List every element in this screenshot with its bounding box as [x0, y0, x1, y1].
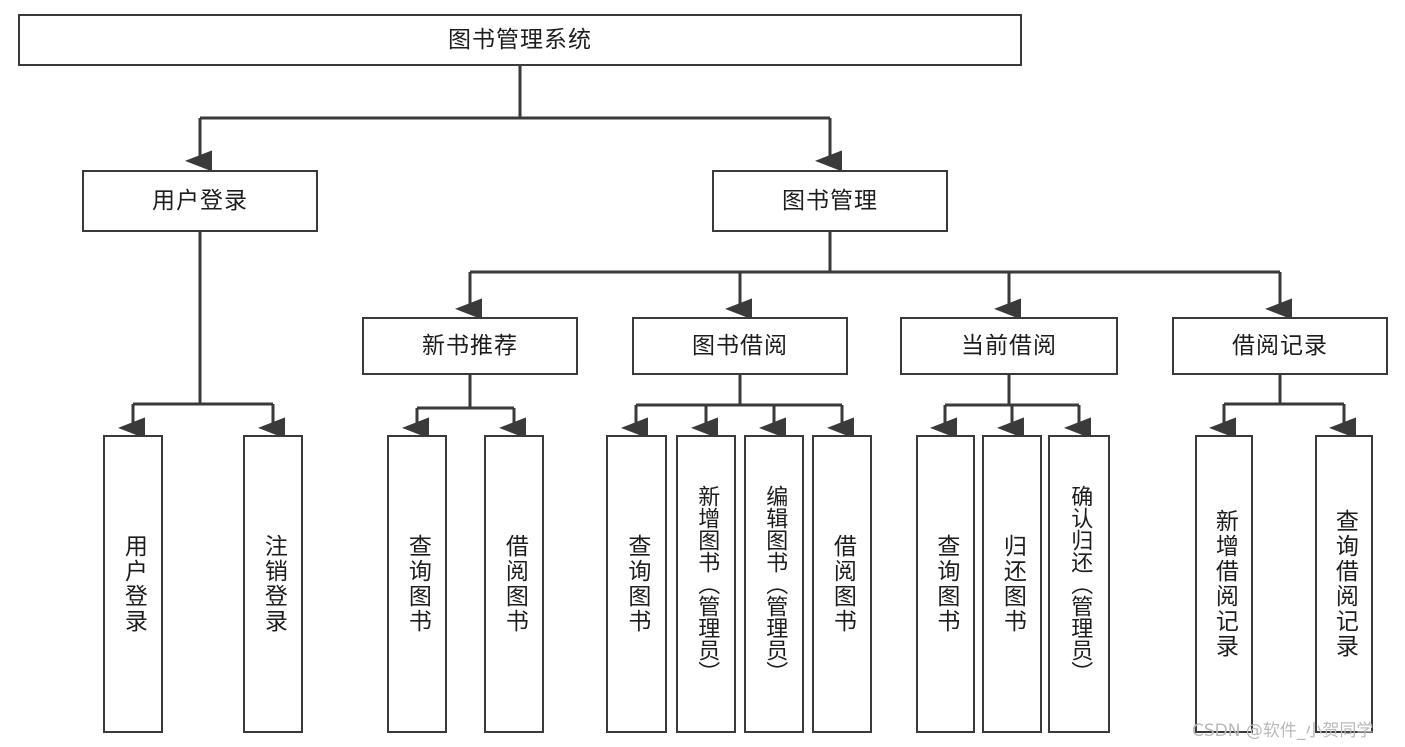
leaf-query-book-3[interactable]: 查询图书 [916, 435, 975, 733]
node-current-borrow-label: 当前借阅 [961, 332, 1057, 359]
leaf-user-login[interactable]: 用户登录 [103, 435, 163, 733]
leaf-borrow-book-2-label: 借阅图书 [829, 534, 856, 634]
node-borrow-record[interactable]: 借阅记录 [1172, 317, 1388, 375]
leaf-query-book-1-label: 查询图书 [404, 534, 431, 634]
leaf-add-borrow-record-label: 新增借阅记录 [1211, 509, 1238, 659]
leaf-query-book-2-label: 查询图书 [623, 534, 650, 634]
leaf-borrow-book-1[interactable]: 借阅图书 [484, 435, 544, 733]
node-borrow-record-label: 借阅记录 [1232, 332, 1328, 359]
leaf-borrow-book-1-label: 借阅图书 [501, 534, 528, 634]
node-new-book-recommend-label: 新书推荐 [422, 332, 518, 359]
leaf-query-book-2[interactable]: 查询图书 [606, 435, 667, 733]
leaf-edit-book-admin-label: 编辑图书（管理员） [762, 485, 788, 683]
node-book-management[interactable]: 图书管理 [712, 170, 948, 232]
leaf-query-book-1[interactable]: 查询图书 [387, 435, 447, 733]
leaf-query-borrow-record-label: 查询借阅记录 [1331, 509, 1358, 659]
leaf-logout-login[interactable]: 注销登录 [243, 435, 303, 733]
leaf-confirm-return-admin[interactable]: 确认归还（管理员） [1048, 435, 1110, 733]
leaf-user-login-label: 用户登录 [120, 534, 147, 634]
node-root-label: 图书管理系统 [448, 26, 592, 53]
node-book-borrow-label: 图书借阅 [692, 332, 788, 359]
node-user-login-label: 用户登录 [152, 187, 248, 214]
node-book-management-label: 图书管理 [782, 187, 878, 214]
leaf-add-book-admin[interactable]: 新增图书（管理员） [676, 435, 736, 733]
leaf-add-borrow-record[interactable]: 新增借阅记录 [1195, 435, 1253, 733]
node-book-borrow[interactable]: 图书借阅 [632, 317, 848, 375]
leaf-return-book-label: 归还图书 [999, 534, 1026, 634]
node-current-borrow[interactable]: 当前借阅 [900, 317, 1118, 375]
leaf-query-book-3-label: 查询图书 [932, 534, 959, 634]
leaf-return-book[interactable]: 归还图书 [982, 435, 1042, 733]
leaf-borrow-book-2[interactable]: 借阅图书 [812, 435, 872, 733]
leaf-confirm-return-admin-label: 确认归还（管理员） [1067, 485, 1093, 683]
leaf-edit-book-admin[interactable]: 编辑图书（管理员） [744, 435, 804, 733]
leaf-query-borrow-record[interactable]: 查询借阅记录 [1315, 435, 1373, 733]
node-user-login[interactable]: 用户登录 [82, 170, 318, 232]
node-new-book-recommend[interactable]: 新书推荐 [362, 317, 578, 375]
node-root[interactable]: 图书管理系统 [18, 14, 1022, 66]
leaf-add-book-admin-label: 新增图书（管理员） [694, 485, 720, 683]
leaf-logout-login-label: 注销登录 [260, 534, 287, 634]
watermark: CSDN @软件_小贺同学 [1192, 721, 1374, 741]
